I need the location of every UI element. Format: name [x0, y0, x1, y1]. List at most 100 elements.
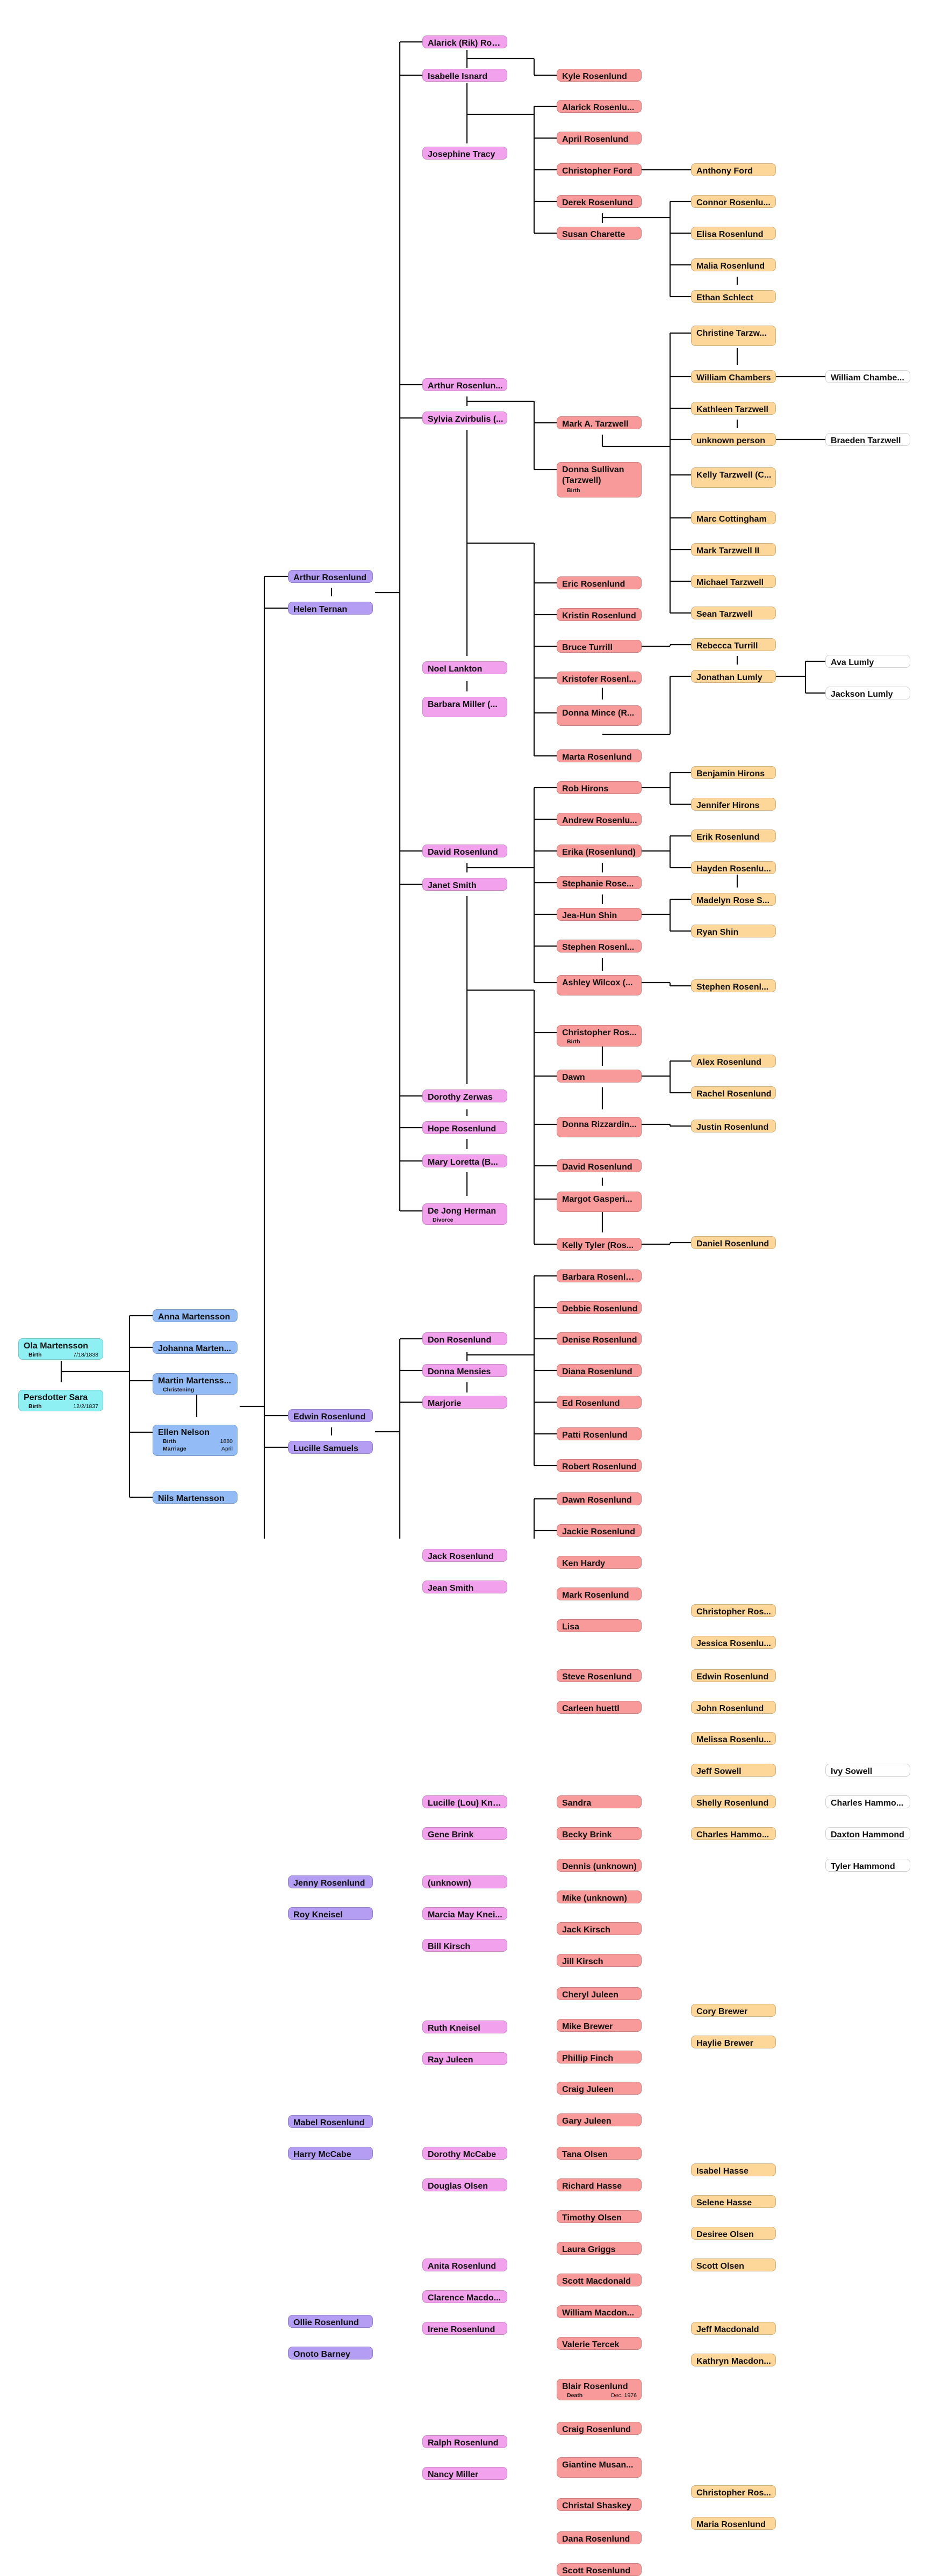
person-card[interactable]: Rob Hirons	[557, 781, 642, 794]
person-card[interactable]: Bill Kirsch	[422, 1939, 507, 1952]
person-card[interactable]: Mabel Rosenlund	[288, 2115, 373, 2128]
person-card[interactable]: William Chambe...	[825, 370, 910, 383]
person-card[interactable]: Hayden Rosenlu...	[691, 861, 776, 874]
person-card[interactable]: Craig Juleen	[557, 2082, 642, 2095]
person-card[interactable]: Jack Rosenlund	[422, 1549, 507, 1562]
person-card[interactable]: Christopher Ros...Birth	[557, 1025, 642, 1047]
person-card[interactable]: Connor Rosenlu...	[691, 195, 776, 208]
person-card[interactable]: Melissa Rosenlu...	[691, 1732, 776, 1745]
person-card[interactable]: Maria Rosenlund	[691, 2517, 776, 2530]
person-card[interactable]: Marjorie	[422, 1396, 507, 1409]
person-card[interactable]: Lucille Samuels	[288, 1441, 373, 1454]
person-card[interactable]: Stephen Rosenl...	[557, 940, 642, 953]
person-card[interactable]: Scott Macdonald	[557, 2274, 642, 2286]
person-card[interactable]: Helen Ternan	[288, 602, 373, 615]
person-card[interactable]: Arthur Rosenlund	[288, 570, 373, 583]
person-card[interactable]: Ivy Sowell	[825, 1764, 910, 1777]
person-card[interactable]: Hope Rosenlund	[422, 1121, 507, 1134]
person-card[interactable]: Tyler Hammond	[825, 1859, 910, 1872]
person-card[interactable]: Selene Hasse	[691, 2195, 776, 2208]
person-card[interactable]: Alarick (Rik) Ros...	[422, 35, 507, 48]
person-card[interactable]: Laura Griggs	[557, 2242, 642, 2255]
person-card[interactable]: Christopher Ros...	[691, 1604, 776, 1617]
person-card[interactable]: Janet Smith	[422, 878, 507, 891]
person-card[interactable]: Noel Lankton	[422, 661, 507, 674]
person-card[interactable]: Ken Hardy	[557, 1556, 642, 1569]
person-card[interactable]: Justin Rosenlund	[691, 1120, 776, 1132]
person-card[interactable]: Rebecca Turrill	[691, 638, 776, 651]
person-card[interactable]: Barbara Rosenlu...	[557, 1269, 642, 1282]
person-card[interactable]: David Rosenlund	[422, 845, 507, 857]
person-card[interactable]: Madelyn Rose S...	[691, 893, 776, 906]
person-card[interactable]: Ava Lumly	[825, 655, 910, 668]
person-card[interactable]: Kathleen Tarzwell	[691, 402, 776, 415]
person-card[interactable]: Cory Brewer	[691, 2004, 776, 2017]
person-card[interactable]: Donna Rizzardin...	[557, 1117, 642, 1137]
person-card[interactable]: Kelly Tarzwell (C...	[691, 467, 776, 488]
person-card[interactable]: Debbie Rosenlund	[557, 1301, 642, 1314]
person-card[interactable]: Marc Cottingham	[691, 511, 776, 524]
person-card[interactable]: Mike (unknown)	[557, 1890, 642, 1903]
person-card[interactable]: William Chambers	[691, 370, 776, 383]
person-card[interactable]: Jeff Sowell	[691, 1764, 776, 1777]
person-card[interactable]: Lucille (Lou) Kne...	[422, 1795, 507, 1808]
person-card[interactable]: Margot Gasperi...	[557, 1192, 642, 1212]
person-card[interactable]: Jill Kirsch	[557, 1954, 642, 1967]
person-card[interactable]: Malia Rosenlund	[691, 258, 776, 271]
person-card[interactable]: Giantine Musan...	[557, 2457, 642, 2478]
person-card[interactable]: Anita Rosenlund	[422, 2258, 507, 2271]
person-card[interactable]: Marta Rosenlund	[557, 749, 642, 762]
person-card[interactable]: Ruth Kneisel	[422, 2021, 507, 2033]
person-card[interactable]: Elisa Rosenlund	[691, 227, 776, 240]
person-card[interactable]: Roy Kneisel	[288, 1907, 373, 1920]
person-card[interactable]: Ethan Schlect	[691, 290, 776, 303]
person-card[interactable]: Denise Rosenlund	[557, 1332, 642, 1345]
person-card[interactable]: Phillip Finch	[557, 2051, 642, 2063]
person-card[interactable]: Rachel Rosenlund	[691, 1086, 776, 1099]
person-card[interactable]: Alex Rosenlund	[691, 1055, 776, 1067]
person-card[interactable]: Ed Rosenlund	[557, 1396, 642, 1409]
person-card[interactable]: Erik Rosenlund	[691, 829, 776, 842]
person-card[interactable]: Ollie Rosenlund	[288, 2315, 373, 2328]
person-card[interactable]: Johanna Marten...	[153, 1341, 238, 1354]
person-card[interactable]: Craig Rosenlund	[557, 2422, 642, 2435]
person-card[interactable]: Desiree Olsen	[691, 2227, 776, 2240]
person-card[interactable]: Clarence Macdo...	[422, 2290, 507, 2303]
person-card[interactable]: Marcia May Knei...	[422, 1907, 507, 1920]
person-card[interactable]: Isabelle Isnard	[422, 69, 507, 82]
person-card[interactable]: Andrew Rosenlu...	[557, 813, 642, 826]
person-card[interactable]: Ryan Shin	[691, 925, 776, 937]
person-card[interactable]: Carleen huettl	[557, 1701, 642, 1714]
person-card[interactable]: Charles Hammo...	[691, 1827, 776, 1840]
person-card[interactable]: Jack Kirsch	[557, 1922, 642, 1935]
person-card[interactable]: Jennifer Hirons	[691, 798, 776, 811]
person-card[interactable]: Don Rosenlund	[422, 1332, 507, 1345]
person-card[interactable]: Haylie Brewer	[691, 2036, 776, 2048]
person-card[interactable]: Arthur Rosenlun...	[422, 378, 507, 391]
person-card[interactable]: Diana Rosenlund	[557, 1364, 642, 1377]
person-card[interactable]: Jenny Rosenlund	[288, 1875, 373, 1888]
person-card[interactable]: Jackson Lumly	[825, 687, 910, 699]
person-card[interactable]: Tana Olsen	[557, 2147, 642, 2160]
person-card[interactable]: Sean Tarzwell	[691, 607, 776, 619]
person-card[interactable]: Nancy Miller	[422, 2467, 507, 2480]
person-card[interactable]: Ralph Rosenlund	[422, 2435, 507, 2448]
person-card[interactable]: Christal Shaskey	[557, 2498, 642, 2511]
person-card[interactable]: Kelly Tyler (Ros...	[557, 1238, 642, 1251]
person-card[interactable]: Braeden Tarzwell	[825, 433, 910, 446]
person-card[interactable]: Harry McCabe	[288, 2147, 373, 2160]
person-card[interactable]: Mary Loretta (B...	[422, 1154, 507, 1167]
person-card[interactable]: unknown person	[691, 433, 776, 446]
person-card[interactable]: Gary Juleen	[557, 2113, 642, 2126]
person-card[interactable]: Nils Martensson	[153, 1491, 238, 1504]
person-card[interactable]: Charles Hammo...	[825, 1795, 910, 1808]
person-card[interactable]: Anthony Ford	[691, 163, 776, 176]
person-card[interactable]: Jonathan Lumly	[691, 670, 776, 683]
person-card[interactable]: Steve Rosenlund	[557, 1669, 642, 1682]
person-card[interactable]: Ashley Wilcox (...	[557, 975, 642, 995]
person-card[interactable]: Jean Smith	[422, 1581, 507, 1593]
person-card[interactable]: Onoto Barney	[288, 2347, 373, 2359]
